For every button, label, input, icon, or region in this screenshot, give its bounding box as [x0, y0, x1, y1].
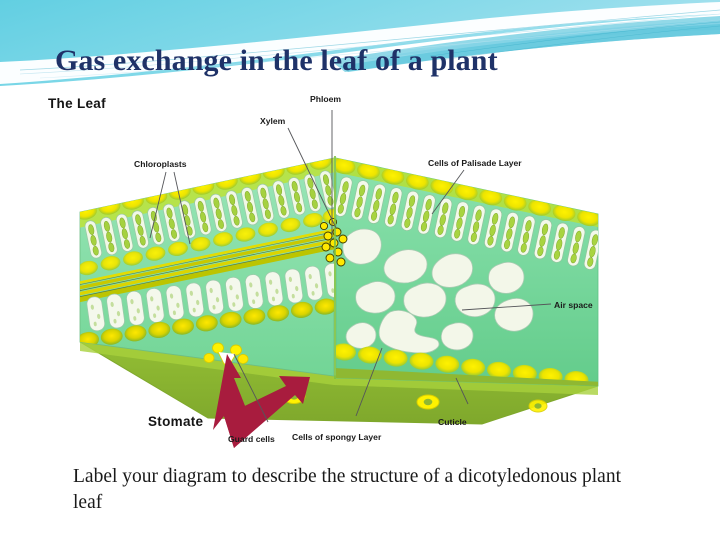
leader-cuticle	[455, 377, 469, 405]
label-leader-lines	[149, 110, 552, 423]
leader-xylem	[287, 127, 337, 229]
label-phloem: Phloem	[310, 94, 341, 104]
spongy-mesophyll-cells-right	[342, 228, 534, 354]
page-title: Gas exchange in the leaf of a plant	[55, 44, 498, 77]
lower-epidermis-cells-left	[80, 298, 334, 349]
upper-epidermis-cells-right	[336, 158, 598, 227]
leader-spongy	[355, 347, 383, 417]
slide-caption: Label your diagram to describe the struc…	[73, 466, 621, 513]
label-cells-of-spongy-layer: Cells of spongy Layer	[292, 432, 382, 442]
leader-chloroplasts-2	[173, 171, 191, 245]
right-cut-face	[335, 157, 599, 387]
vascular-bundle-strands	[80, 227, 334, 303]
label-air-space: Air space	[554, 300, 593, 310]
diagram-heading: The Leaf	[48, 96, 106, 111]
leader-air-space	[461, 303, 552, 311]
leader-chloroplasts-1	[149, 171, 167, 239]
lower-epidermis-cells-right	[336, 343, 589, 386]
label-chloroplasts: Chloroplasts	[134, 159, 187, 169]
label-xylem: Xylem	[260, 116, 286, 126]
gas-exchange-arrows	[213, 354, 310, 448]
leaf-cross-section-diagram: The Leaf Phloem Xylem Chloroplasts Cells…	[38, 86, 682, 458]
label-cuticle: Cuticle	[438, 417, 467, 427]
arrow-out-of-leaf	[224, 376, 310, 448]
label-stomate: Stomate	[148, 414, 204, 429]
subpalisade-cells-left	[80, 208, 334, 276]
leader-guard-cells	[233, 353, 269, 423]
label-cells-of-palisade-layer: Cells of Palisade Layer	[428, 158, 522, 168]
leader-palisade	[431, 169, 465, 215]
label-guard-cells: Guard cells	[228, 434, 275, 444]
